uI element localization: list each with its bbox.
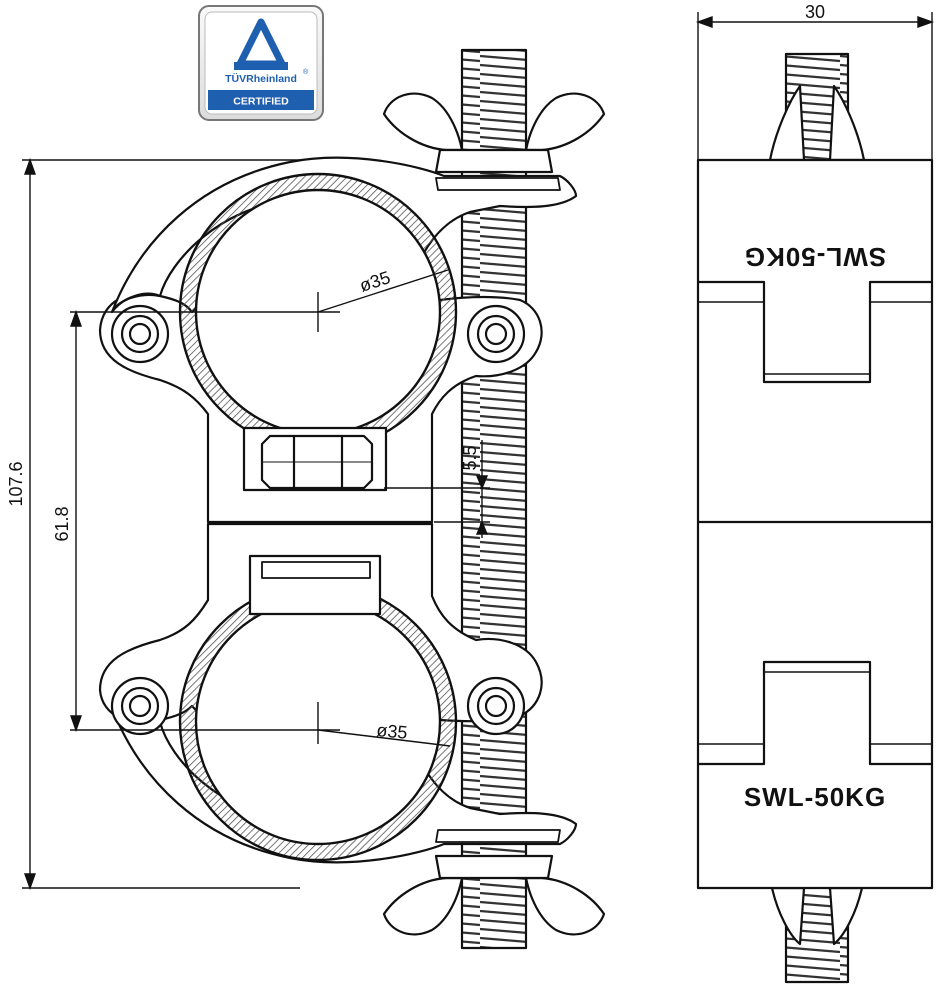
tuv-triangle-logo-icon (234, 18, 288, 70)
gap-label: 5.5 (460, 445, 480, 470)
wing-nut-bottom (382, 854, 606, 936)
badge-registered-mark: ® (303, 68, 309, 76)
pivot-bolt-right-bottom (466, 676, 526, 736)
pivot-bolt-left-top (110, 304, 170, 364)
badge-brand-text: TÜVRheinland (225, 72, 297, 85)
width-label: 30 (805, 2, 825, 22)
pivot-bolt-left-bottom (110, 676, 170, 736)
badge-status-band (208, 90, 314, 110)
width-dimension (695, 12, 935, 160)
wing-nut-top (382, 92, 606, 174)
overall-height-label: 107.6 (6, 461, 26, 506)
tube-diameter-bottom-label: ø35 (376, 720, 409, 743)
swl-label-top: SWL-50KG (744, 242, 886, 272)
swl-label-bottom: SWL-50KG (744, 782, 886, 812)
pivot-bolt-right-top (466, 304, 526, 364)
center-distance-label: 61.8 (52, 506, 72, 541)
tuv-certified-badge: TÜVRheinland ® CERTIFIED (198, 5, 324, 121)
hex-nut (242, 426, 388, 492)
badge-status-text: CERTIFIED (233, 96, 289, 108)
front-dimensions (22, 157, 490, 891)
side-view (696, 52, 934, 984)
front-view (98, 48, 606, 950)
